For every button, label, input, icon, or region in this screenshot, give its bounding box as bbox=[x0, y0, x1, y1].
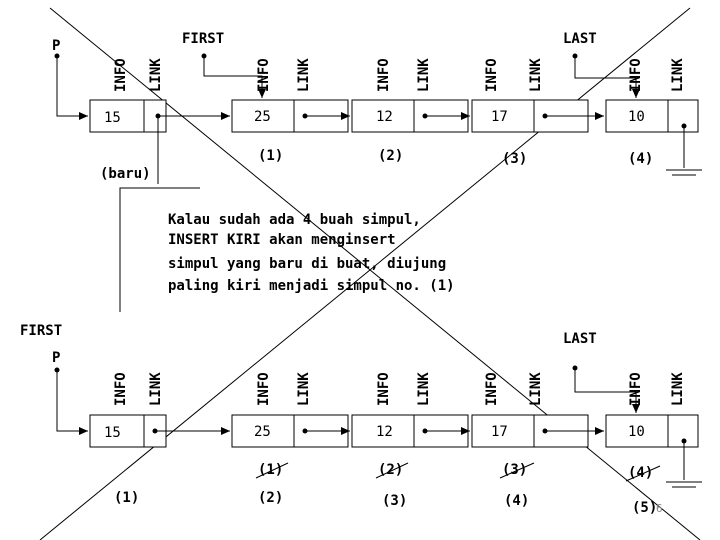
top-node-2-number: (1) bbox=[258, 148, 283, 164]
bottom-node-2-info: 25 bbox=[254, 424, 271, 440]
note-line-2: INSERT KIRI akan menginsert bbox=[168, 232, 396, 248]
top-node-3-info: 12 bbox=[376, 109, 393, 125]
bottom-node-4-info: 17 bbox=[491, 424, 508, 440]
top-first-label: FIRST bbox=[182, 31, 224, 47]
bottom-last-pointer-arrow bbox=[574, 368, 640, 413]
top-p-label: P bbox=[52, 38, 60, 54]
bottom-node-3-info: 12 bbox=[376, 424, 393, 440]
bottom-node-2-new-number: (2) bbox=[258, 490, 283, 506]
bottom-node-2-old-number: (1) bbox=[255, 462, 289, 479]
top-node-4-info: 17 bbox=[491, 109, 508, 125]
top-node-1-info: 15 bbox=[104, 110, 121, 126]
bottom-node-5-link-header: LINK bbox=[670, 372, 686, 406]
top-diagram bbox=[54, 53, 702, 184]
top-last-pointer-arrow bbox=[574, 56, 640, 98]
cross-line-1 bbox=[49, 7, 701, 540]
top-baru-label: (baru) bbox=[100, 166, 151, 182]
top-node-5-info-header: INFO bbox=[628, 58, 644, 92]
page-number: 6 bbox=[656, 502, 663, 515]
bottom-node-3-info-header: INFO bbox=[376, 372, 392, 406]
top-node-2-info-header: INFO bbox=[256, 58, 272, 92]
top-node-3-info-header: INFO bbox=[376, 58, 392, 92]
bottom-node-1-info-header: INFO bbox=[113, 372, 129, 406]
bottom-node-3-link-header: LINK bbox=[416, 372, 432, 406]
top-p-pointer-arrow bbox=[56, 56, 88, 120]
bottom-node-1-link-header: LINK bbox=[148, 372, 164, 406]
bottom-node-5-info: 10 bbox=[628, 424, 645, 440]
note-line-4: paling kiri menjadi simpul no. (1) bbox=[168, 278, 455, 294]
cross-line-2 bbox=[39, 7, 691, 540]
bottom-node-4-info-header: INFO bbox=[484, 372, 500, 406]
bottom-node-2-link-header: LINK bbox=[296, 372, 312, 406]
bottom-node-4-link-header: LINK bbox=[528, 372, 544, 406]
top-node-4-info-header: INFO bbox=[484, 58, 500, 92]
bottom-p-label: P bbox=[52, 350, 60, 366]
top-first-pointer-arrow bbox=[203, 56, 266, 98]
top-node-1 bbox=[89, 99, 167, 133]
bottom-node-1-info: 15 bbox=[104, 425, 121, 441]
top-node-4-number: (3) bbox=[502, 151, 527, 167]
note-line-3: simpul yang baru di buat, diujung bbox=[168, 256, 446, 272]
top-node-1-info-header: INFO bbox=[113, 58, 129, 92]
note-line-1: Kalau sudah ada 4 buah simpul, bbox=[168, 212, 421, 228]
top-node-5-info: 10 bbox=[628, 109, 645, 125]
bottom-node-5-old-number: (4) bbox=[625, 465, 661, 482]
bottom-node-1-new-number: (1) bbox=[114, 490, 139, 506]
top-node-3-link-header: LINK bbox=[416, 58, 432, 92]
top-node-1-link-header: LINK bbox=[148, 58, 164, 92]
top-node-4-link-header: LINK bbox=[528, 58, 544, 92]
top-last-label: LAST bbox=[563, 31, 597, 47]
bottom-first-label: FIRST bbox=[20, 323, 62, 339]
bottom-node-2-info-header: INFO bbox=[256, 372, 272, 406]
bottom-last-label: LAST bbox=[563, 331, 597, 347]
bottom-node-3-new-number: (3) bbox=[382, 493, 407, 509]
bottom-p-pointer-arrow bbox=[56, 370, 88, 435]
bottom-null-ground-icon bbox=[666, 438, 702, 488]
top-node-5-number: (4) bbox=[628, 151, 653, 167]
top-node-3-number: (2) bbox=[378, 148, 403, 164]
bottom-diagram bbox=[54, 365, 702, 488]
top-null-ground-icon bbox=[666, 123, 702, 176]
top-node-2-link-header: LINK bbox=[296, 58, 312, 92]
bottom-node-4-old-number: (3) bbox=[499, 462, 535, 479]
top-node-5 bbox=[605, 99, 699, 133]
bottom-node-5-info-header: INFO bbox=[628, 372, 644, 406]
bottom-node-4-new-number: (4) bbox=[504, 493, 529, 509]
bottom-node-3-old-number: (2) bbox=[375, 462, 409, 479]
top-node-5-link-header: LINK bbox=[670, 58, 686, 92]
bottom-node-5-new-number: (5) bbox=[632, 500, 657, 516]
insert-left-loop-line bbox=[119, 187, 200, 312]
top-node-2-info: 25 bbox=[254, 109, 271, 125]
